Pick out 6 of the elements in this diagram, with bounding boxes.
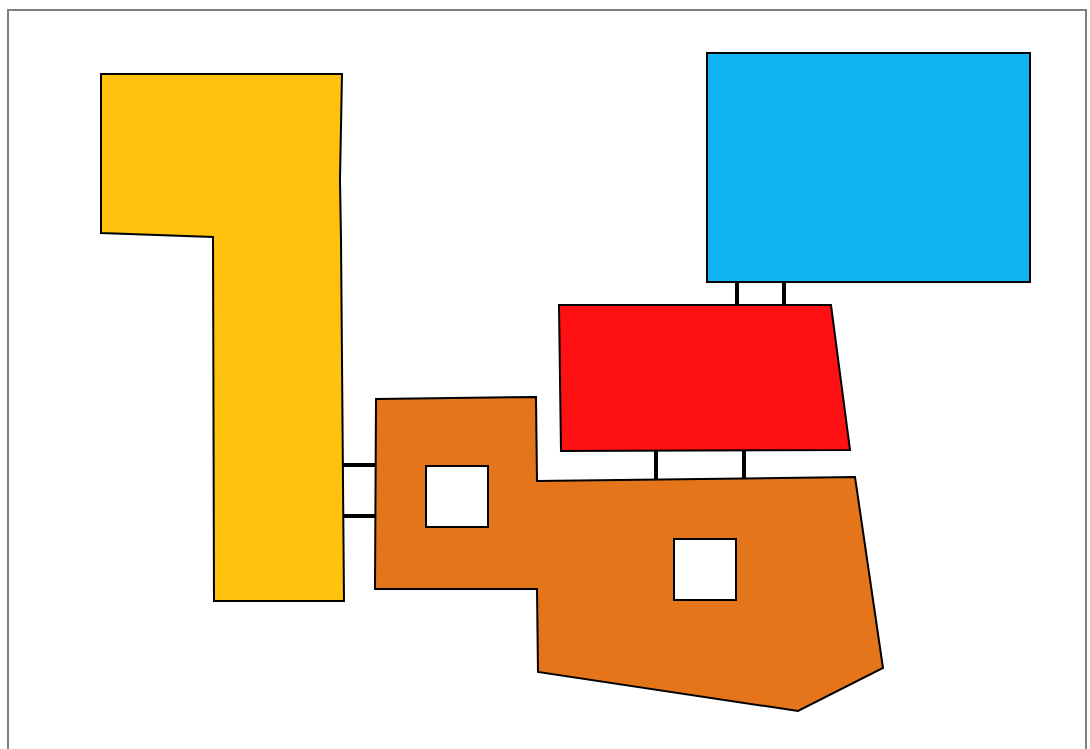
connector-line [742, 450, 746, 479]
connector-line [782, 282, 786, 305]
connector-line [343, 514, 376, 518]
connector-line [342, 463, 376, 467]
connector-line [735, 282, 739, 305]
connector-line [654, 450, 658, 480]
